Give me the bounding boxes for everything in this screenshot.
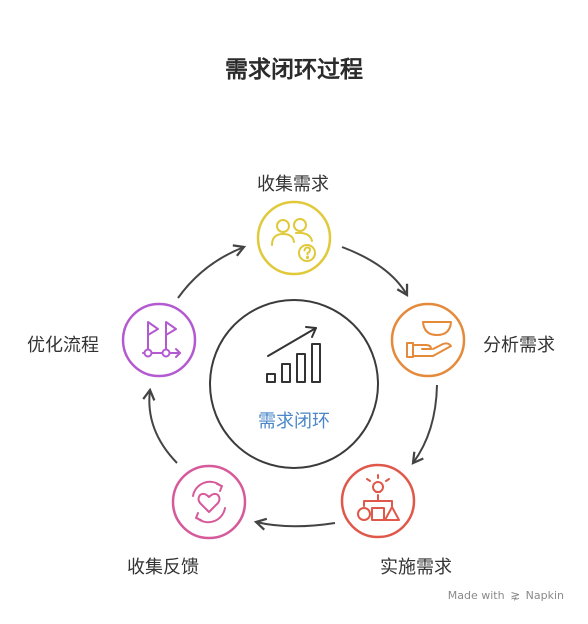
stage-label-implement: 实施需求 — [380, 557, 452, 578]
users-question-icon — [271, 218, 316, 262]
cycle-arrow-implement-to-feedback — [253, 517, 336, 531]
heart-refresh-icon — [192, 480, 226, 524]
stage-node-analyze — [390, 302, 466, 378]
stage-label-optimize: 优化流程 — [27, 335, 99, 356]
stage-label-collect: 收集需求 — [257, 174, 329, 195]
bowl-hand-icon — [406, 321, 452, 358]
stage-label-analyze: 分析需求 — [483, 335, 555, 356]
flags-path-icon — [142, 321, 181, 358]
cycle-arrow-feedback-to-optimize — [142, 387, 178, 464]
flowchart-shapes-icon — [357, 474, 400, 521]
center-circle — [209, 299, 379, 469]
center-label: 需求闭环 — [258, 411, 330, 432]
stage-label-feedback: 收集反馈 — [127, 557, 199, 578]
stage-node-implement — [340, 463, 416, 539]
bar-chart-growth-icon — [266, 326, 321, 383]
stage-node-collect — [256, 200, 332, 276]
napkin-brand: Napkin — [525, 589, 564, 602]
stage-node-feedback — [171, 464, 247, 540]
made-with-text: Made with — [447, 589, 505, 602]
napkin-logo-icon: ⋧ — [510, 588, 521, 602]
napkin-footer[interactable]: Made with ⋧ Napkin — [448, 588, 564, 602]
cycle-arrow-optimize-to-collect — [177, 244, 247, 299]
stage-node-optimize — [121, 302, 197, 378]
cycle-arrow-analyze-to-implement — [411, 384, 438, 465]
page-title: 需求闭环过程 — [225, 57, 363, 83]
cycle-arrow-collect-to-analyze — [341, 246, 409, 297]
